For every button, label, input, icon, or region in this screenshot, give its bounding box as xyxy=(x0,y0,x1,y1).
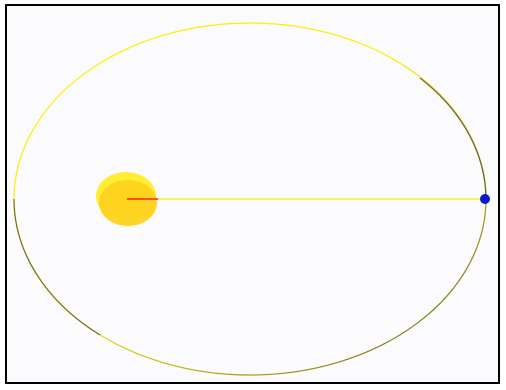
orbit-shadow-left xyxy=(14,199,100,335)
orbit-shadow-right xyxy=(420,78,486,199)
planet[interactable] xyxy=(480,194,490,204)
sun-front xyxy=(99,180,157,226)
